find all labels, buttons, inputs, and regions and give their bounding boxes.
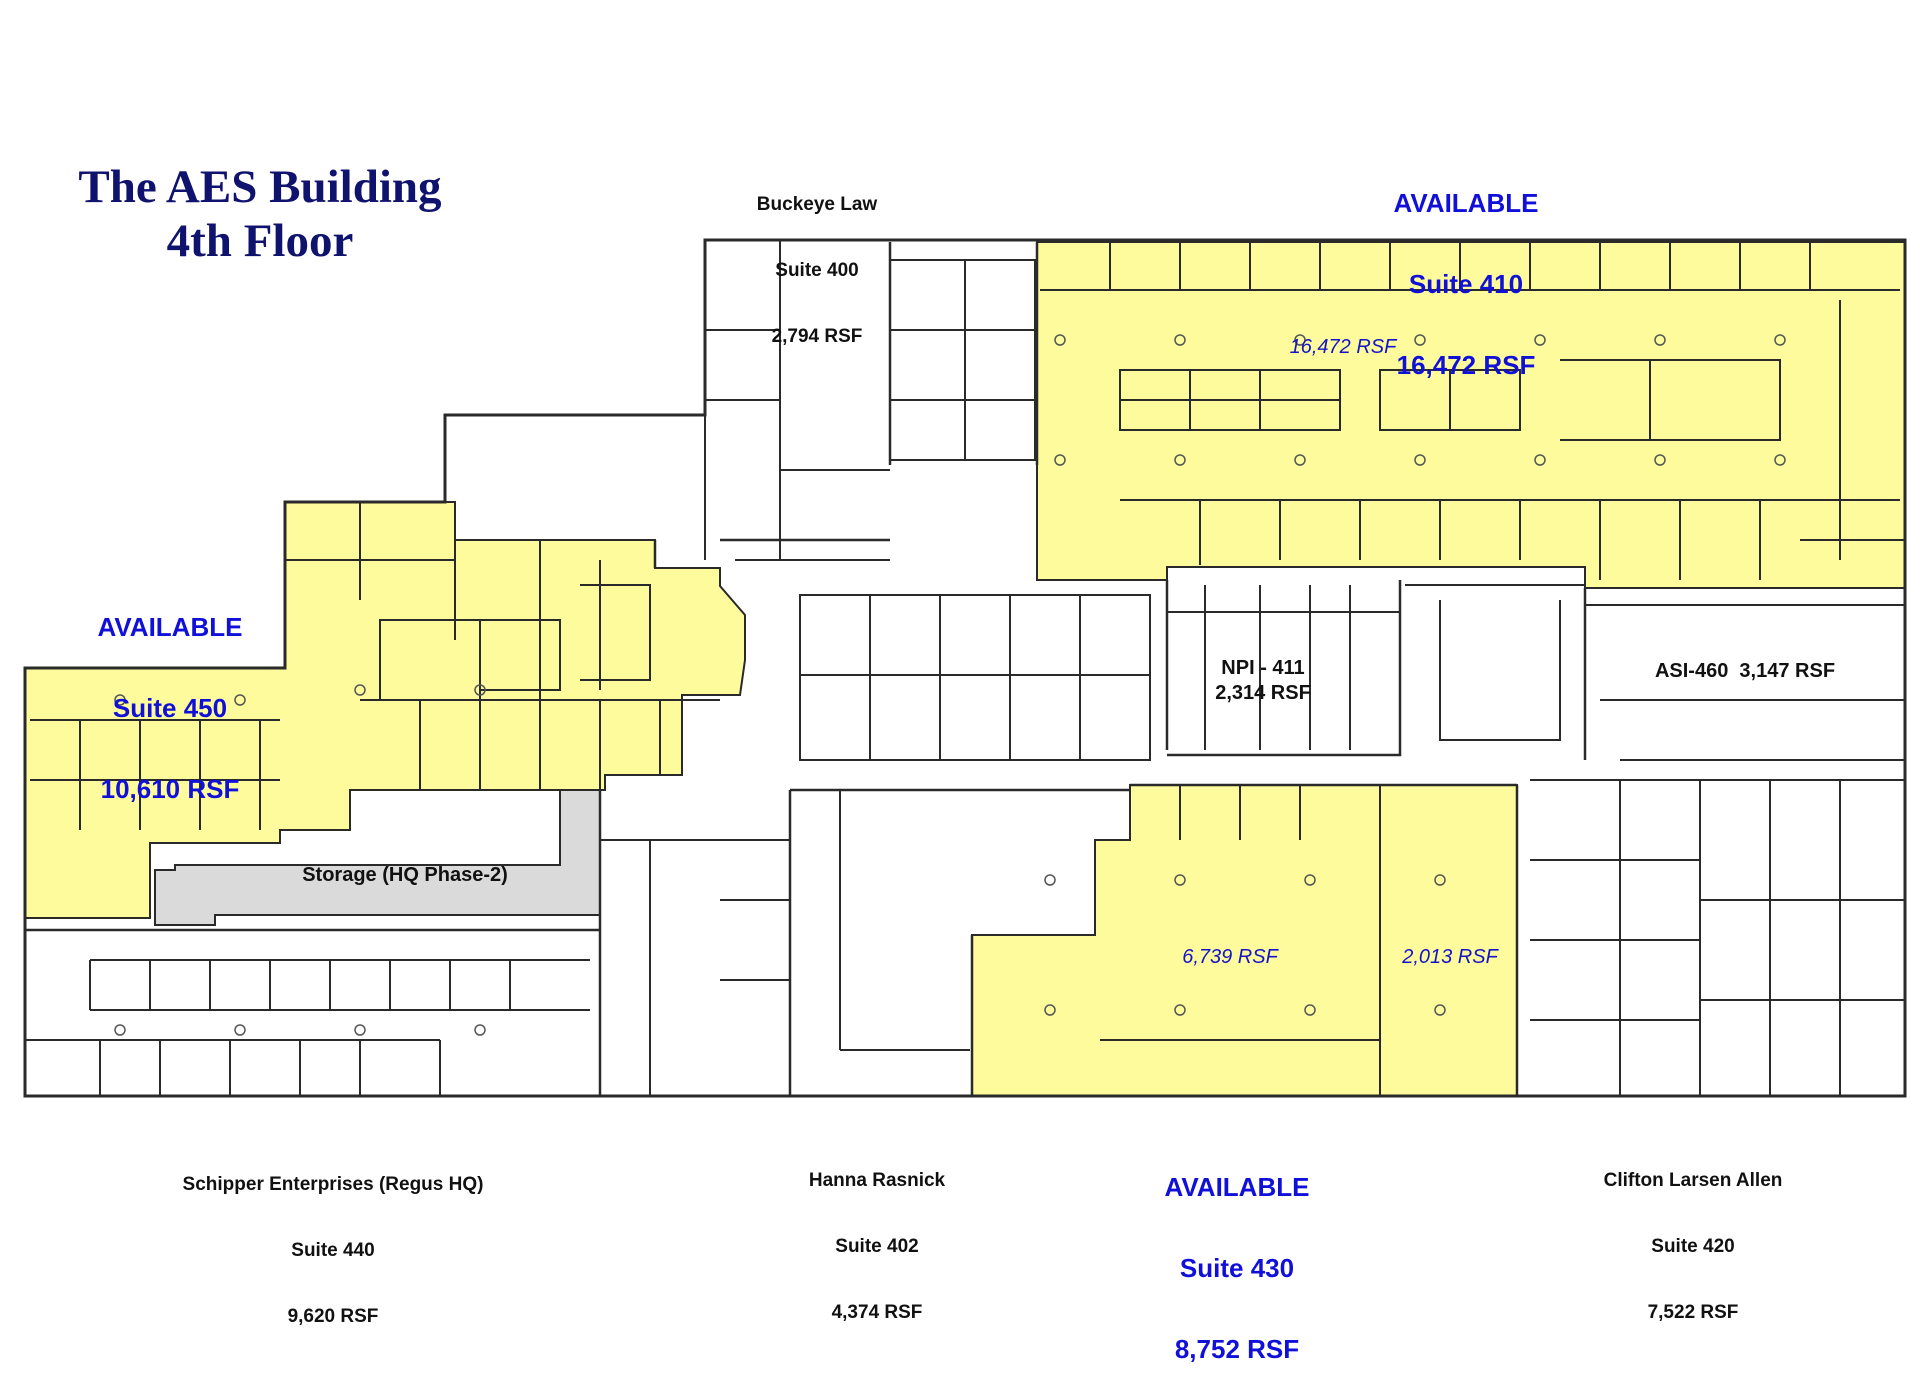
suite-400-area: 2,794 RSF xyxy=(771,326,863,347)
suite-420-area: 7,522 RSF xyxy=(1647,1302,1739,1323)
suite-430-label: AVAILABLE Suite 430 8,752 RSF xyxy=(1165,1120,1310,1390)
suite-440-area: 9,620 RSF xyxy=(287,1306,379,1327)
suite-402-number: Suite 402 xyxy=(835,1236,919,1257)
suite-450-area: 10,610 RSF xyxy=(100,774,240,804)
suite-450-label: AVAILABLE Suite 450 10,610 RSF xyxy=(98,560,243,830)
suite-440-number: Suite 440 xyxy=(291,1240,375,1261)
title-line-1: The AES Building xyxy=(78,161,442,213)
suite-450-status: AVAILABLE xyxy=(97,612,243,642)
suite-402-tenant: Hanna Rasnick xyxy=(808,1170,946,1191)
building-title: The AES Building 4th Floor xyxy=(60,160,460,268)
asi-460-label: ASI-460 3,147 RSF xyxy=(1654,660,1836,682)
suite-420-label: Clifton Larsen Allen Suite 420 7,522 RSF xyxy=(1604,1126,1783,1346)
suite-430-area[interactable] xyxy=(971,784,1518,1097)
suite-430-status: AVAILABLE xyxy=(1164,1172,1310,1202)
suite-402-area: 4,374 RSF xyxy=(831,1302,923,1323)
suite-400-label: Buckeye Law Suite 400 2,794 RSF xyxy=(757,150,877,370)
title-line-2: 4th Floor xyxy=(166,215,354,267)
suite-400-number: Suite 400 xyxy=(775,260,859,281)
suite-440-tenant: Schipper Enterprises (Regus HQ) xyxy=(182,1174,484,1195)
suite-410-label: AVAILABLE Suite 410 16,472 RSF xyxy=(1394,136,1539,406)
suite-430-rsf-side: 2,013 RSF xyxy=(1402,946,1498,968)
floor-plan xyxy=(23,238,1907,1098)
suite-410-area: 16,472 RSF xyxy=(1396,350,1536,380)
suite-420-tenant: Clifton Larsen Allen xyxy=(1603,1170,1783,1191)
suite-410-rsf: 16,472 RSF xyxy=(1289,336,1397,358)
npi-411-area: 2,314 RSF xyxy=(1215,682,1311,704)
suite-410-status: AVAILABLE xyxy=(1393,188,1539,218)
suite-440-label: Schipper Enterprises (Regus HQ) Suite 44… xyxy=(183,1130,484,1350)
suite-410-number: Suite 410 xyxy=(1408,269,1524,299)
suite-430-rsf-main: 6,739 RSF xyxy=(1182,946,1278,968)
suite-430-area: 8,752 RSF xyxy=(1174,1334,1300,1364)
suite-400-tenant: Buckeye Law xyxy=(756,194,878,215)
suite-450-number: Suite 450 xyxy=(112,693,228,723)
storage-area[interactable] xyxy=(154,789,601,926)
suite-402-label: Hanna Rasnick Suite 402 4,374 RSF xyxy=(809,1126,945,1346)
suite-420-number: Suite 420 xyxy=(1651,1236,1735,1257)
storage-label: Storage (HQ Phase-2) xyxy=(302,864,508,886)
npi-411-name: NPI - 411 xyxy=(1221,657,1305,679)
suite-430-number: Suite 430 xyxy=(1179,1253,1295,1283)
